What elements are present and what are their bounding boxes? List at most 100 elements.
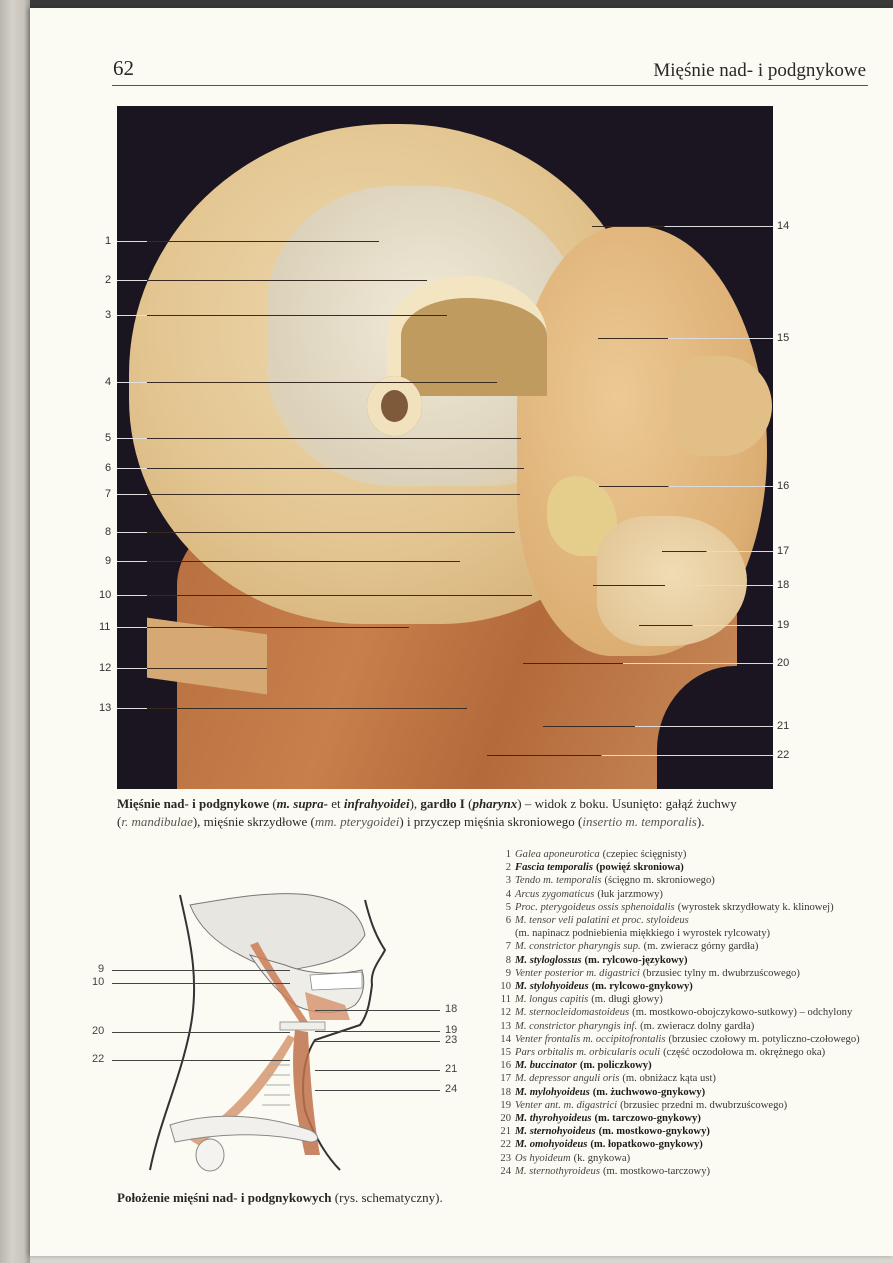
legend-polish-name: (brzusiec tylny m. dwubrzuścowego) (642, 967, 800, 979)
legend-latin-name: M. thyrohyoideus (515, 1113, 592, 1125)
caption-latin: infrahyoidei (343, 796, 410, 811)
photo-label-line (639, 625, 773, 626)
legend-polish-name: (m. mostkowo-tarczowy) (602, 1165, 711, 1177)
caption-text: ), mięśnie skrzydłowe ( (192, 814, 315, 829)
caption-text: ( (117, 814, 122, 829)
legend-number: 7 (505, 941, 511, 953)
caption-subtitle: gardło I (420, 796, 465, 811)
photo-label-number: 12 (99, 662, 112, 674)
photo-label-line (592, 226, 773, 227)
schematic-label-number: 9 (98, 963, 105, 975)
legend-number: 23 (500, 1152, 511, 1164)
caption-text: ) (517, 796, 522, 811)
photo-label-line (117, 532, 515, 533)
legend-number: 22 (500, 1139, 511, 1151)
schematic-caption: Położenie mięśni nad- i podgnykowych (ry… (117, 1190, 443, 1206)
legend-polish-name: (część oczodołowa m. okrężnego oka) (663, 1047, 826, 1059)
legend-number: 4 (505, 888, 511, 900)
ear-canal-region (367, 376, 422, 436)
photo-label-number: 20 (777, 657, 790, 669)
legend-number: 20 (500, 1113, 511, 1125)
neck-schematic-illustration (149, 893, 387, 1172)
legend-latin-name: M. omohyoideus (515, 1139, 588, 1151)
legend-number: 1 (505, 849, 511, 860)
page-top-edge (30, 0, 893, 8)
schematic-label-number: 18 (445, 1003, 458, 1015)
legend-polish-name: (m. rylcowo-gnykowy) (591, 981, 693, 993)
legend-polish-name: (m. policzkowy) (579, 1060, 652, 1072)
schematic-label-number: 19 (445, 1024, 458, 1036)
legend-number: 10 (500, 981, 511, 993)
photo-label-number: 15 (777, 332, 790, 344)
schematic-label-number: 10 (92, 976, 105, 988)
photo-label-number: 8 (105, 526, 112, 538)
caption-latin: m. supra- (276, 796, 328, 811)
photo-label-number: 16 (777, 480, 790, 492)
legend-polish-name: (m. żuchwowo-gnykowy) (592, 1086, 706, 1098)
schematic-label-line (315, 1010, 440, 1011)
legend-polish-name: (m. mostkowo-obojczykowo-sutkowy) – odch… (632, 1007, 853, 1019)
photo-label-number: 21 (777, 720, 790, 732)
legend-polish-name: (łuk jarzmowy) (597, 888, 663, 900)
photo-label-number: 13 (99, 702, 112, 714)
photo-label-number: 4 (105, 376, 112, 388)
nose-region (672, 356, 772, 456)
photo-label-number: 11 (99, 621, 111, 633)
photo-label-line (117, 382, 497, 383)
legend-latin-name: M. sternothyroideus (515, 1165, 600, 1177)
caption-text: et (327, 796, 344, 811)
legend-number: 3 (505, 875, 511, 887)
legend-number: 17 (500, 1073, 511, 1085)
legend-number: 19 (500, 1099, 511, 1111)
legend-polish-name: (powięź skroniowa) (595, 862, 684, 874)
running-title: Mięśnie nad- i podgnykowe (653, 60, 866, 81)
legend-latin-name: Fascia temporalis (515, 862, 593, 874)
caption-text: ( (269, 796, 277, 811)
legend-latin-name: M. constrictor pharyngis inf. (515, 1020, 638, 1032)
photo-label-line (117, 438, 521, 439)
page-number: 62 (113, 56, 134, 80)
legend-latin-name: Venter posterior m. digastrici (515, 967, 640, 979)
caption-latin: r. mandibulae (121, 814, 193, 829)
legend-polish-name: (brzusiec przedni m. dwubrzuścowego) (620, 1099, 788, 1111)
photo-label-line (117, 627, 409, 628)
legend-latin-name: M. longus capitis (515, 994, 589, 1006)
legend-latin-name: M. styloglossus (515, 954, 582, 966)
photo-label-number: 9 (105, 555, 112, 567)
schematic-label-number: 24 (445, 1083, 458, 1095)
legend-item: 13 M. constrictor pharyngis inf.(m. zwier… (497, 1020, 877, 1033)
chin-region (597, 516, 747, 646)
legend-polish-name: (m. zwieracz dolny gardła) (640, 1020, 755, 1032)
legend-number: 11 (500, 994, 511, 1006)
photo-label-line (543, 726, 773, 727)
anatomy-photo (117, 106, 773, 789)
photo-label-number: 17 (777, 545, 790, 557)
photo-label-line (598, 338, 773, 339)
legend-latin-name: Pars orbitalis m. orbicularis oculi (515, 1047, 661, 1059)
legend-polish-name: (brzusiec czołowy m. potyliczno-czołoweg… (668, 1033, 860, 1045)
figure-caption: Mięśnie nad- i podgnykowe (m. supra- et … (117, 795, 777, 831)
photo-label-line (662, 551, 773, 552)
photo-label-line (117, 468, 524, 469)
legend-number: 13 (500, 1020, 511, 1032)
legend-latin-name: M. depressor anguli oris (515, 1073, 620, 1085)
legend-latin-name: Venter ant. m. digastrici (515, 1099, 618, 1111)
photo-label-number: 3 (105, 309, 112, 321)
schematic-label-number: 22 (92, 1053, 105, 1065)
legend-polish-name: (m. mostkowo-gnykowy) (598, 1126, 710, 1138)
photo-label-number: 2 (105, 274, 112, 286)
schematic-label-number: 23 (445, 1034, 458, 1046)
caption-title: Mięśnie nad- i podgnykowe (117, 796, 270, 811)
caption-text: – widok z boku. Usunięto: gałąź żuchwy (521, 796, 737, 811)
